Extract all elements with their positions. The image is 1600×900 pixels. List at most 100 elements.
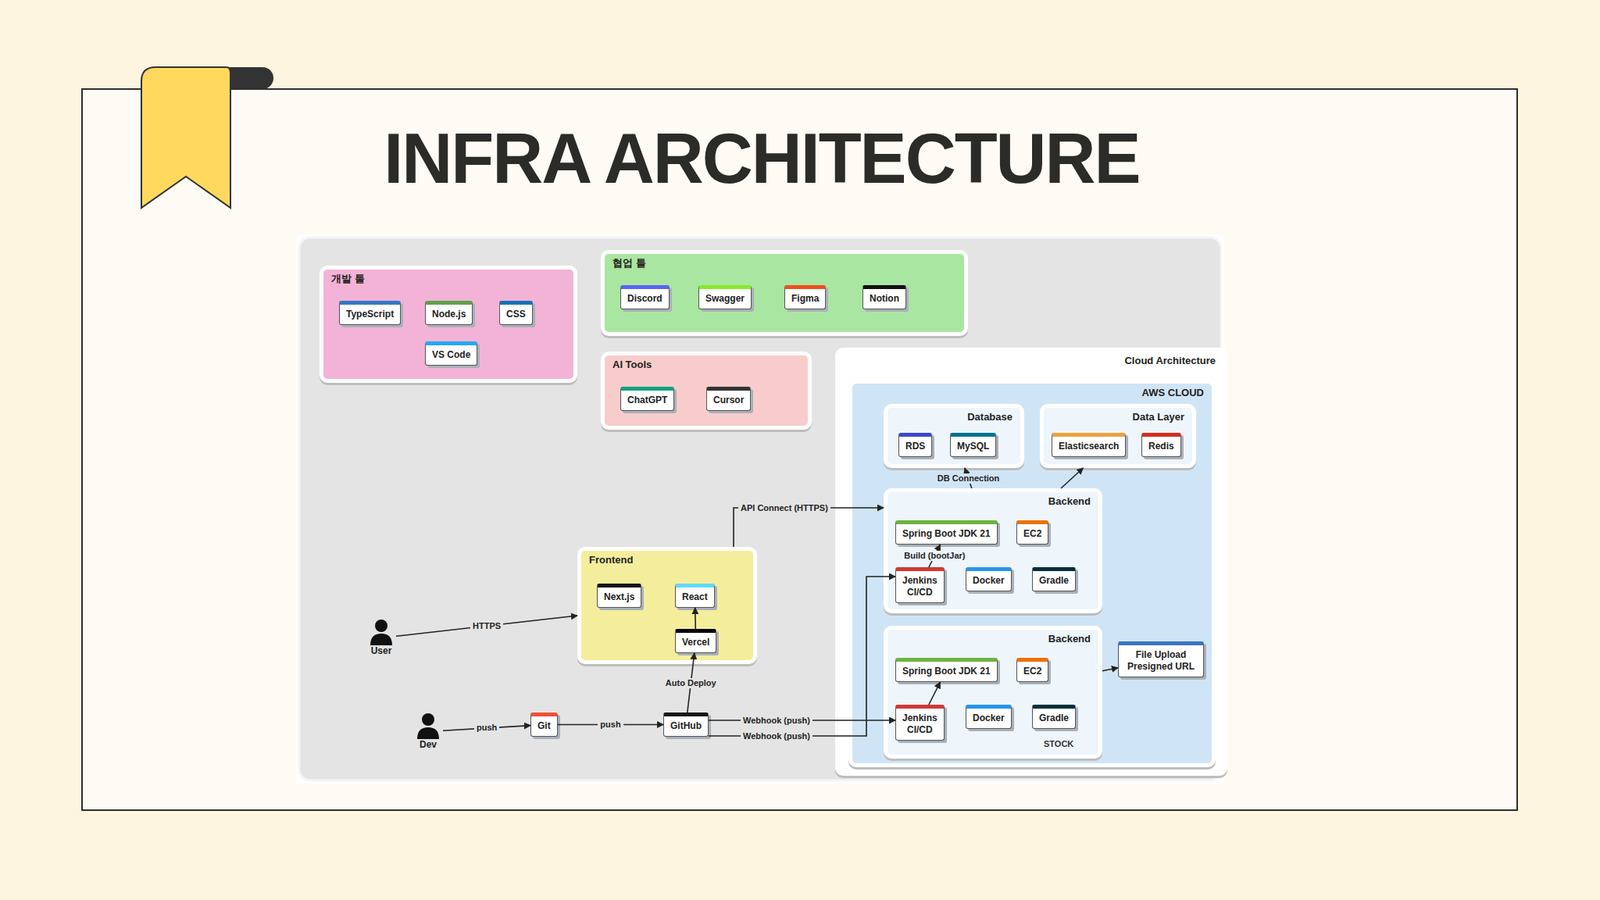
grey-platform [299,237,1222,781]
edge-label: push [597,719,623,730]
tool-box: RDS [898,432,933,458]
group-title: 개발 툴 [331,272,566,286]
box-label: Elasticsearch [1058,440,1119,453]
group-box: BackendSpring Boot JDK 21 EC2JenkinsCI/CD… [883,625,1103,759]
edge-label: Auto Deploy [663,678,719,689]
person-icon [416,712,440,740]
box-label: User [369,645,393,658]
tool-box: Gradle [1032,567,1076,592]
person-body [370,633,393,646]
box-label: ChatGPT [627,394,668,407]
box-label: Notion [869,292,900,305]
group-title: Cloud Architecture [846,354,1216,368]
box-label: EC2 [1023,665,1042,678]
box-label: CI/CD [902,586,938,599]
tool-box: ChatGPT [620,386,675,411]
box-label: RDS [905,440,925,453]
box-label: Figma [791,292,819,305]
person-body [417,727,440,740]
box-label: EC2 [1023,528,1042,540]
edge-label: DB Connection [935,473,1002,484]
group-box: 협업 툴 Discord Swagger Figma Notion [600,250,968,336]
bookmark-ribbon [132,64,282,213]
tool-box: TypeScript [339,300,401,325]
box-label: Docker [972,712,1005,725]
box-label: Jenkins [902,712,938,725]
tool-box: EC2 [1016,657,1049,683]
tool-box: JenkinsCI/CD [895,704,945,741]
group-box: 개발 툴 TypeScript Node.js CSS VS Code [319,265,578,383]
edge-label: Webhook (push) [740,715,813,726]
box-label: MySQL [957,440,990,453]
tool-box: Node.js [425,300,473,325]
person-head [375,619,388,633]
group-title: 협업 툴 [612,257,957,270]
tool-box: Notion [862,285,907,310]
box-label: Swagger [705,292,745,305]
person-node: Dev [413,710,443,753]
box-label: Node.js [432,308,466,321]
tool-box: MySQL [950,432,997,458]
box-label: Discord [627,292,663,305]
group-title: Data Layer [1051,410,1185,424]
edge-label: HTTPS [470,621,504,632]
tool-box: GitHub [663,712,709,737]
tool-box: Spring Boot JDK 21 [895,657,998,683]
box-label: Gradle [1039,712,1069,725]
group-box: Cloud ArchitectureAWS CLOUDDatabaseRDSMy… [835,347,1228,776]
tool-box: CSS [499,300,533,325]
person-node: User [366,617,397,659]
tool-box: JenkinsCI/CD [895,567,945,604]
group-box: AI ToolsChatGPT Cursor [600,351,812,430]
diagram-area: 협업 툴 Discord Swagger Figma Notion 개발 툴 TypeScr… [296,234,1225,784]
connector [694,607,697,629]
person-icon [369,618,393,646]
edge-label: Build (bootJar) [901,550,968,561]
box-label: CSS [506,308,526,321]
tool-box: Redis [1141,432,1182,458]
box-label: Spring Boot JDK 21 [902,665,991,678]
box-label: Cursor [713,394,744,407]
box-label: GitHub [670,720,702,733]
group-title: Frontend [589,553,746,567]
box-label: CI/CD [902,724,938,736]
person-head [421,713,435,726]
tool-box: Git [530,712,558,737]
edge-label: Webhook (push) [740,731,813,742]
tool-box: Next.js [596,583,642,608]
box-label: Gradle [1039,575,1069,587]
tool-box: Swagger [698,285,752,310]
tool-box: React [675,583,715,608]
connector [396,615,578,636]
connector [733,507,884,547]
group-title: Backend [895,632,1091,646]
connector [1060,467,1083,489]
box-label: TypeScript [346,308,394,321]
group-box: DatabaseRDS MySQL [883,403,1025,468]
group-title: AI Tools [612,358,800,372]
group-box: Data LayerElasticsearch Redis [1039,403,1197,468]
tool-box: Spring Boot JDK 21 [895,520,998,545]
tool-box: Docker [965,567,1012,592]
box-label: Docker [972,575,1005,587]
tool-box: Gradle [1032,704,1076,729]
box-label: File Upload Presigned URL [1125,649,1197,673]
edge-label: push [474,722,500,733]
box-label: Redis [1148,440,1175,453]
box-label: Git [537,720,551,733]
tool-box: VS Code [425,341,478,366]
box-label: Spring Boot JDK 21 [902,528,991,540]
tool-box: Cursor [706,386,751,411]
tool-box: File Upload Presigned URL [1117,641,1204,678]
group-title: Database [895,410,1013,424]
note-label: STOCK [1043,739,1074,750]
tool-box: EC2 [1016,520,1049,545]
box-label: VS Code [432,349,471,361]
box-label: Vercel [682,636,710,649]
connector [928,682,941,705]
slide-title: INFRA ARCHITECTURE [332,123,1192,194]
group-title: Backend [895,495,1091,508]
group-box: FrontendNext.js ReactVercel [577,546,758,665]
tool-box: Elasticsearch [1051,432,1126,458]
box-label: Next.js [603,591,635,604]
